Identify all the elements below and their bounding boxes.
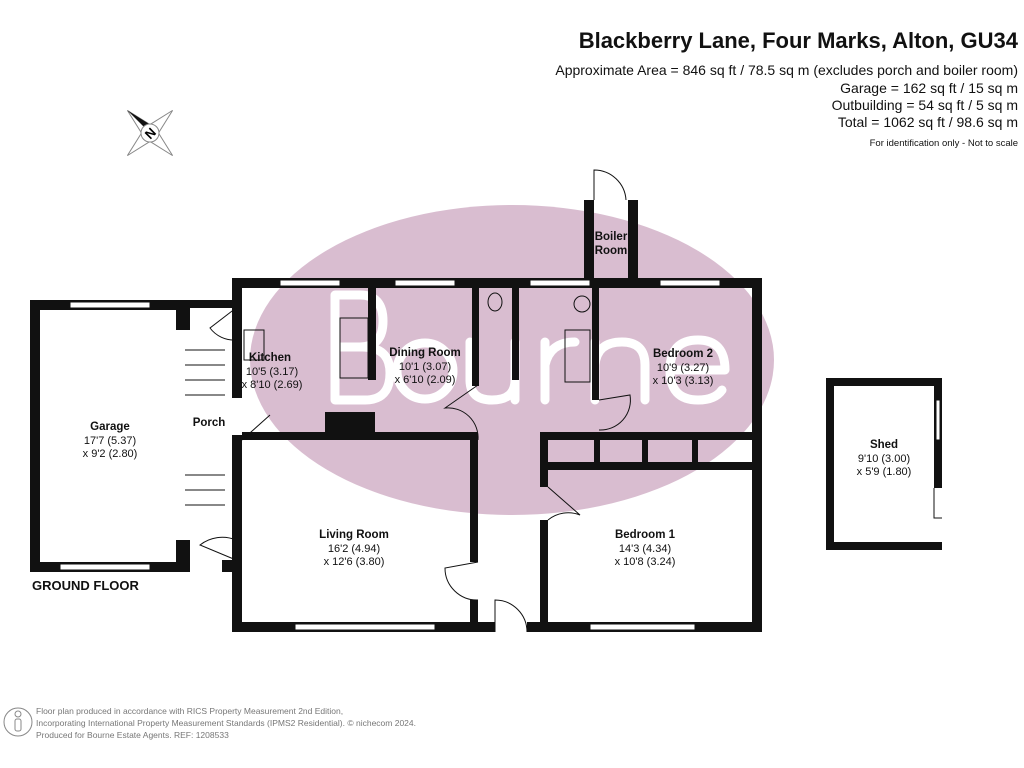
boiler-name2: Room	[595, 245, 628, 257]
garage-name: Garage	[90, 421, 130, 433]
area-garage: Garage = 162 sq ft / 15 sq m	[840, 80, 1018, 96]
porch-name: Porch	[193, 417, 226, 429]
living-dim1: 16'2 (4.94)	[328, 543, 380, 555]
windows	[59, 279, 941, 631]
bedroom2-dim1: 10'9 (3.27)	[657, 362, 709, 374]
dining-dim2: x 6'10 (2.09)	[395, 374, 456, 386]
person-icon	[3, 707, 33, 737]
area-outbuilding: Outbuilding = 54 sq ft / 5 sq m	[831, 97, 1018, 113]
compass-icon	[126, 109, 174, 157]
dining-name: Dining Room	[389, 347, 461, 359]
room-labels: Kitchen 10'5 (3.17) x 8'10 (2.69) Dining…	[83, 231, 912, 568]
footer: Floor plan produced in accordance with R…	[36, 705, 416, 741]
floor-label: GROUND FLOOR	[32, 578, 139, 593]
doors	[185, 169, 942, 633]
bedroom2-dim2: x 10'3 (3.13)	[653, 375, 714, 387]
living-name: Living Room	[319, 529, 389, 541]
footer-line: Incorporating International Property Mea…	[36, 718, 416, 728]
kitchen-dim1: 10'5 (3.17)	[246, 366, 298, 378]
shed-name: Shed	[870, 439, 898, 451]
boiler-name1: Boiler	[595, 231, 628, 243]
bedroom2-name: Bedroom 2	[653, 348, 713, 360]
property-title: Blackberry Lane, Four Marks, Alton, GU34	[578, 28, 1018, 53]
footer-line: Floor plan produced in accordance with R…	[36, 706, 344, 716]
dining-dim1: 10'1 (3.07)	[399, 361, 451, 373]
living-dim2: x 12'6 (3.80)	[324, 556, 385, 568]
area-total: Total = 1062 sq ft / 98.6 sq m	[837, 114, 1018, 130]
bedroom1-dim2: x 10'8 (3.24)	[615, 556, 676, 568]
garage-dim1: 17'7 (5.37)	[84, 435, 136, 447]
area-main: Approximate Area = 846 sq ft / 78.5 sq m…	[555, 62, 1018, 78]
shed-dim2: x 5'9 (1.80)	[857, 466, 912, 478]
kitchen-name: Kitchen	[249, 352, 291, 364]
shed-dim1: 9'10 (3.00)	[858, 453, 910, 465]
kitchen-dim2: x 8'10 (2.69)	[242, 379, 303, 391]
garage-dim2: x 9'2 (2.80)	[83, 448, 138, 460]
scale-note: For identification only - Not to scale	[869, 138, 1018, 149]
bedroom1-name: Bedroom 1	[615, 529, 676, 541]
footer-line: Produced for Bourne Estate Agents. REF: …	[36, 730, 229, 740]
bedroom1-dim1: 14'3 (4.34)	[619, 543, 671, 555]
